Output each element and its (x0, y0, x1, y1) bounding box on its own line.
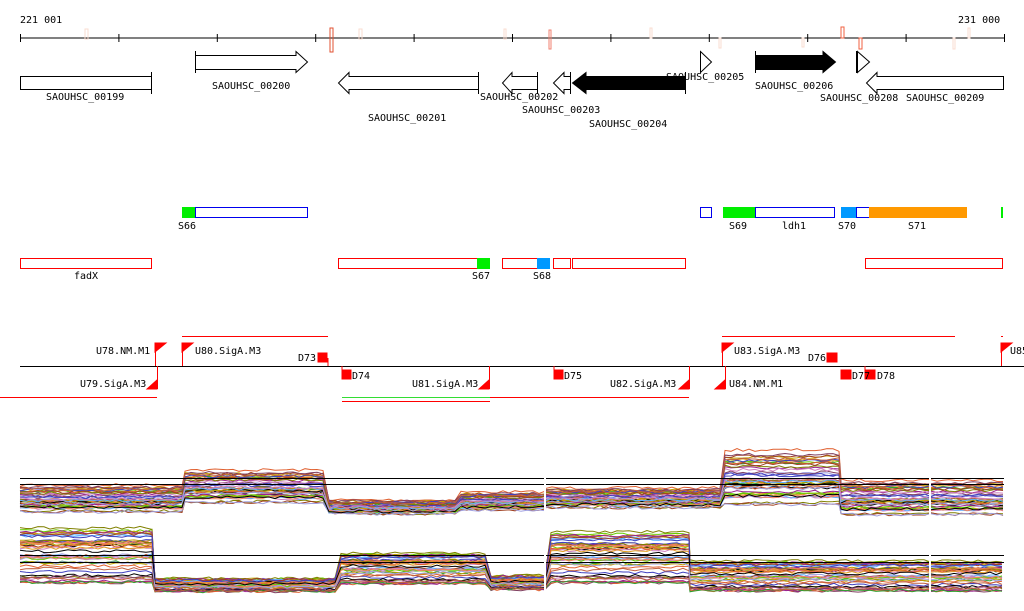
gene-SAOUHSC_00199[interactable]: SAOUHSC_00199 (20, 72, 152, 103)
transcript-D77[interactable]: D77 (852, 371, 870, 382)
gene-track: SAOUHSC_00199 SAOUHSC_00200 SAOUHSC_0020… (20, 50, 1004, 130)
expression-line (19, 530, 1003, 582)
expression-line (19, 532, 1002, 582)
label-fadX: fadX (74, 271, 98, 282)
panel-gap (929, 515, 931, 611)
gene-SAOUHSC_00204[interactable]: SAOUHSC_00204 (571, 71, 686, 130)
axis-end-label: 231 000 (958, 15, 1000, 26)
panel-gap (544, 515, 546, 611)
svg-text:SAOUHSC_00199: SAOUHSC_00199 (46, 92, 124, 103)
svg-text:SAOUHSC_00204: SAOUHSC_00204 (589, 119, 667, 130)
transcript-D75[interactable]: D75 (564, 371, 582, 382)
feature-edge[interactable] (1001, 207, 1003, 218)
transcript-U80[interactable]: U80.SigA.M3 (195, 346, 261, 357)
transcript-D73[interactable]: D73 (298, 353, 316, 364)
feature-S68[interactable] (537, 258, 550, 269)
expression-panel-2 (19, 515, 1004, 611)
feature-region[interactable] (502, 258, 538, 269)
gene-SAOUHSC_00200[interactable]: SAOUHSC_00200 (195, 50, 309, 92)
transcript-U85[interactable]: U85 (1010, 346, 1024, 357)
expression-line (19, 532, 1003, 582)
svg-text:SAOUHSC_00202: SAOUHSC_00202 (480, 92, 558, 103)
transcript-D78[interactable]: D78 (877, 371, 895, 382)
svg-text:SAOUHSC_00208: SAOUHSC_00208 (820, 93, 898, 104)
gene-SAOUHSC_00208[interactable]: SAOUHSC_00208 (820, 50, 898, 104)
label-ldh1: ldh1 (782, 221, 806, 232)
feature-region[interactable] (338, 258, 478, 269)
feature-S69[interactable] (723, 207, 755, 218)
axis-markers[interactable] (84, 26, 971, 53)
label-S70: S70 (838, 221, 856, 232)
feature-small-box[interactable] (700, 207, 712, 218)
expression-line (19, 560, 1003, 589)
feature-region[interactable] (865, 258, 1003, 269)
label-S66: S66 (178, 221, 196, 232)
feature-S71[interactable] (869, 207, 967, 218)
panel-gap (929, 438, 931, 539)
label-S67: S67 (472, 271, 490, 282)
expression-panel-1 (19, 438, 1004, 539)
feature-S66[interactable] (182, 207, 195, 218)
svg-text:SAOUHSC_00205: SAOUHSC_00205 (666, 72, 744, 83)
panel-gap (544, 438, 546, 539)
gene-SAOUHSC_00206[interactable]: SAOUHSC_00206 (755, 50, 837, 92)
axis-start-label: 221 001 (20, 15, 62, 26)
gene-SAOUHSC_00202[interactable]: SAOUHSC_00202 (480, 71, 558, 103)
feature-track-top: S66 S69 ldh1 S70 S71 (178, 207, 1003, 232)
feature-track-bottom: fadX S67 S68 (20, 258, 1003, 282)
transcript-U78[interactable]: U78.NM.M1 (96, 346, 150, 357)
svg-text:SAOUHSC_00203: SAOUHSC_00203 (522, 105, 600, 116)
expression-line (19, 534, 1003, 583)
label-S68: S68 (533, 271, 551, 282)
expression-line (19, 500, 1004, 517)
feature-S66-region[interactable] (195, 207, 308, 218)
expression-line (19, 486, 1004, 512)
gene-SAOUHSC_00201[interactable]: SAOUHSC_00201 (337, 71, 479, 124)
transcript-U83[interactable]: U83.SigA.M3 (734, 346, 800, 357)
label-S71: S71 (908, 221, 926, 232)
feature-region[interactable] (553, 258, 571, 269)
gene-SAOUHSC_00209[interactable]: SAOUHSC_00209 (865, 71, 1004, 105)
label-S69: S69 (729, 221, 747, 232)
transcript-U84[interactable]: U84.NM.M1 (729, 379, 783, 390)
expression-line (19, 569, 1003, 591)
transcript-D76[interactable]: D76 (808, 353, 826, 364)
gene-SAOUHSC_00203[interactable]: SAOUHSC_00203 (522, 71, 600, 116)
feature-S70-region[interactable] (856, 207, 870, 218)
expression-line (19, 576, 1002, 593)
svg-text:SAOUHSC_00209: SAOUHSC_00209 (906, 93, 984, 104)
feature-S70[interactable] (841, 207, 856, 218)
feature-fadX[interactable] (20, 258, 152, 269)
coordinate-axis: 221 001 231 000 (20, 15, 1005, 53)
expression-line (19, 544, 1003, 585)
feature-S67[interactable] (477, 258, 490, 269)
expression-line (19, 566, 1003, 590)
feature-region[interactable] (572, 258, 686, 269)
svg-text:SAOUHSC_00201: SAOUHSC_00201 (368, 113, 446, 124)
transcript-D74[interactable]: D74 (352, 371, 370, 382)
transcript-U79[interactable]: U79.SigA.M3 (80, 379, 146, 390)
feature-ldh1[interactable] (755, 207, 835, 218)
expression-line (19, 549, 1003, 586)
svg-text:SAOUHSC_00200: SAOUHSC_00200 (212, 81, 290, 92)
svg-text:SAOUHSC_00206: SAOUHSC_00206 (755, 81, 833, 92)
transcript-U81[interactable]: U81.SigA.M3 (412, 379, 478, 390)
transcript-track: U78.NM.M1 U80.SigA.M3 D73 U79.SigA.M3 D7… (0, 336, 1024, 402)
gene-SAOUHSC_00205[interactable]: SAOUHSC_00205 (666, 50, 744, 84)
transcript-U82[interactable]: U82.SigA.M3 (610, 379, 676, 390)
